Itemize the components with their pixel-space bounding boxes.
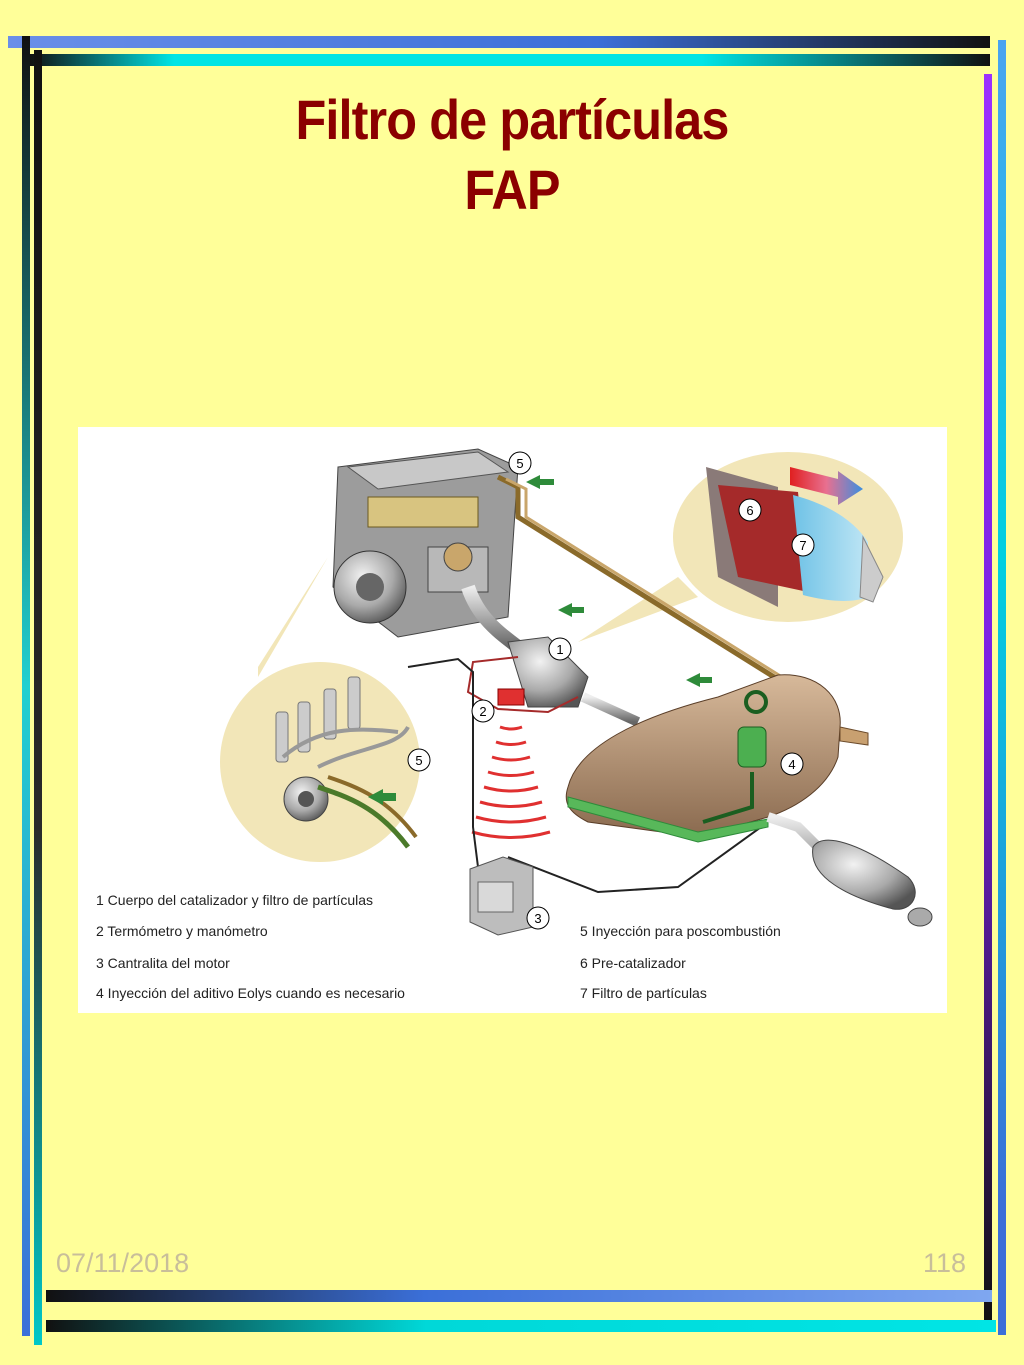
engine-illustration: [332, 448, 519, 638]
frame-left-bar-outer: [22, 36, 30, 1336]
flow-arrows: [526, 475, 712, 687]
legend-item-7: 7 Filtro de partículas: [580, 985, 707, 1001]
legend-left: 1 Cuerpo del catalizador y filtro de par…: [96, 892, 405, 1001]
callout-5-injectors: 5: [407, 748, 431, 772]
svg-text:5: 5: [415, 753, 422, 768]
svg-text:5: 5: [516, 456, 523, 471]
callout-6: 6: [738, 498, 762, 522]
filter-detail-bubble: [578, 452, 903, 642]
frame-top-bar-outer: [8, 36, 990, 48]
injector-detail-bubble: [220, 557, 420, 862]
frame-right-bar-inner: [984, 74, 992, 1320]
callout-3: 3: [526, 906, 550, 930]
engine-control-unit: [469, 856, 534, 936]
callout-1: 1: [548, 637, 572, 661]
legend-item-3: 3 Cantralita del motor: [96, 955, 230, 971]
svg-text:4: 4: [788, 757, 795, 772]
svg-text:6: 6: [746, 503, 753, 518]
frame-top-bar-inner: [30, 54, 990, 66]
frame-bottom-bar-inner: [46, 1320, 996, 1332]
callout-5-engine: 5: [508, 451, 532, 475]
svg-text:7: 7: [799, 538, 806, 553]
slide-subtitle: FAP: [464, 158, 560, 221]
fuel-tank: [565, 674, 869, 843]
svg-text:2: 2: [479, 704, 486, 719]
slide-date: 07/11/2018: [56, 1248, 190, 1278]
rear-muffler: [812, 839, 933, 927]
additive-pump: [702, 690, 768, 824]
frame-bottom-bar-outer: [46, 1290, 992, 1302]
temperature-pressure-sensor: [497, 688, 525, 706]
wireless-signal: [471, 725, 551, 839]
svg-text:1: 1: [556, 642, 563, 657]
frame-right-bar-outer: [998, 40, 1006, 1335]
legend-item-6: 6 Pre-catalizador: [580, 955, 686, 971]
callout-2: 2: [471, 699, 495, 723]
legend-item-2: 2 Termómetro y manómetro: [96, 923, 268, 939]
catalyst-filter-body: [507, 636, 589, 708]
callout-4: 4: [780, 752, 804, 776]
frame-left-bar-inner: [34, 50, 42, 1345]
legend-item-4: 4 Inyección del aditivo Eolys cuando es …: [96, 985, 405, 1001]
callout-7: 7: [791, 533, 815, 557]
svg-text:3: 3: [534, 911, 541, 926]
slide-title: Filtro de partículas: [295, 88, 730, 151]
slide-page-number: 118: [922, 1248, 966, 1278]
legend-item-1: 1 Cuerpo del catalizador y filtro de par…: [96, 892, 373, 908]
legend-item-5: 5 Inyección para poscombustión: [580, 923, 781, 939]
callout-markers: 1 2 3 4 5 5 6 7: [407, 451, 815, 930]
fap-system-diagram: 1 2 3 4 5 5 6 7 1 Cuerpo del catalizador…: [78, 427, 947, 1013]
legend-right: 5 Inyección para poscombustión 6 Pre-cat…: [580, 923, 781, 1001]
